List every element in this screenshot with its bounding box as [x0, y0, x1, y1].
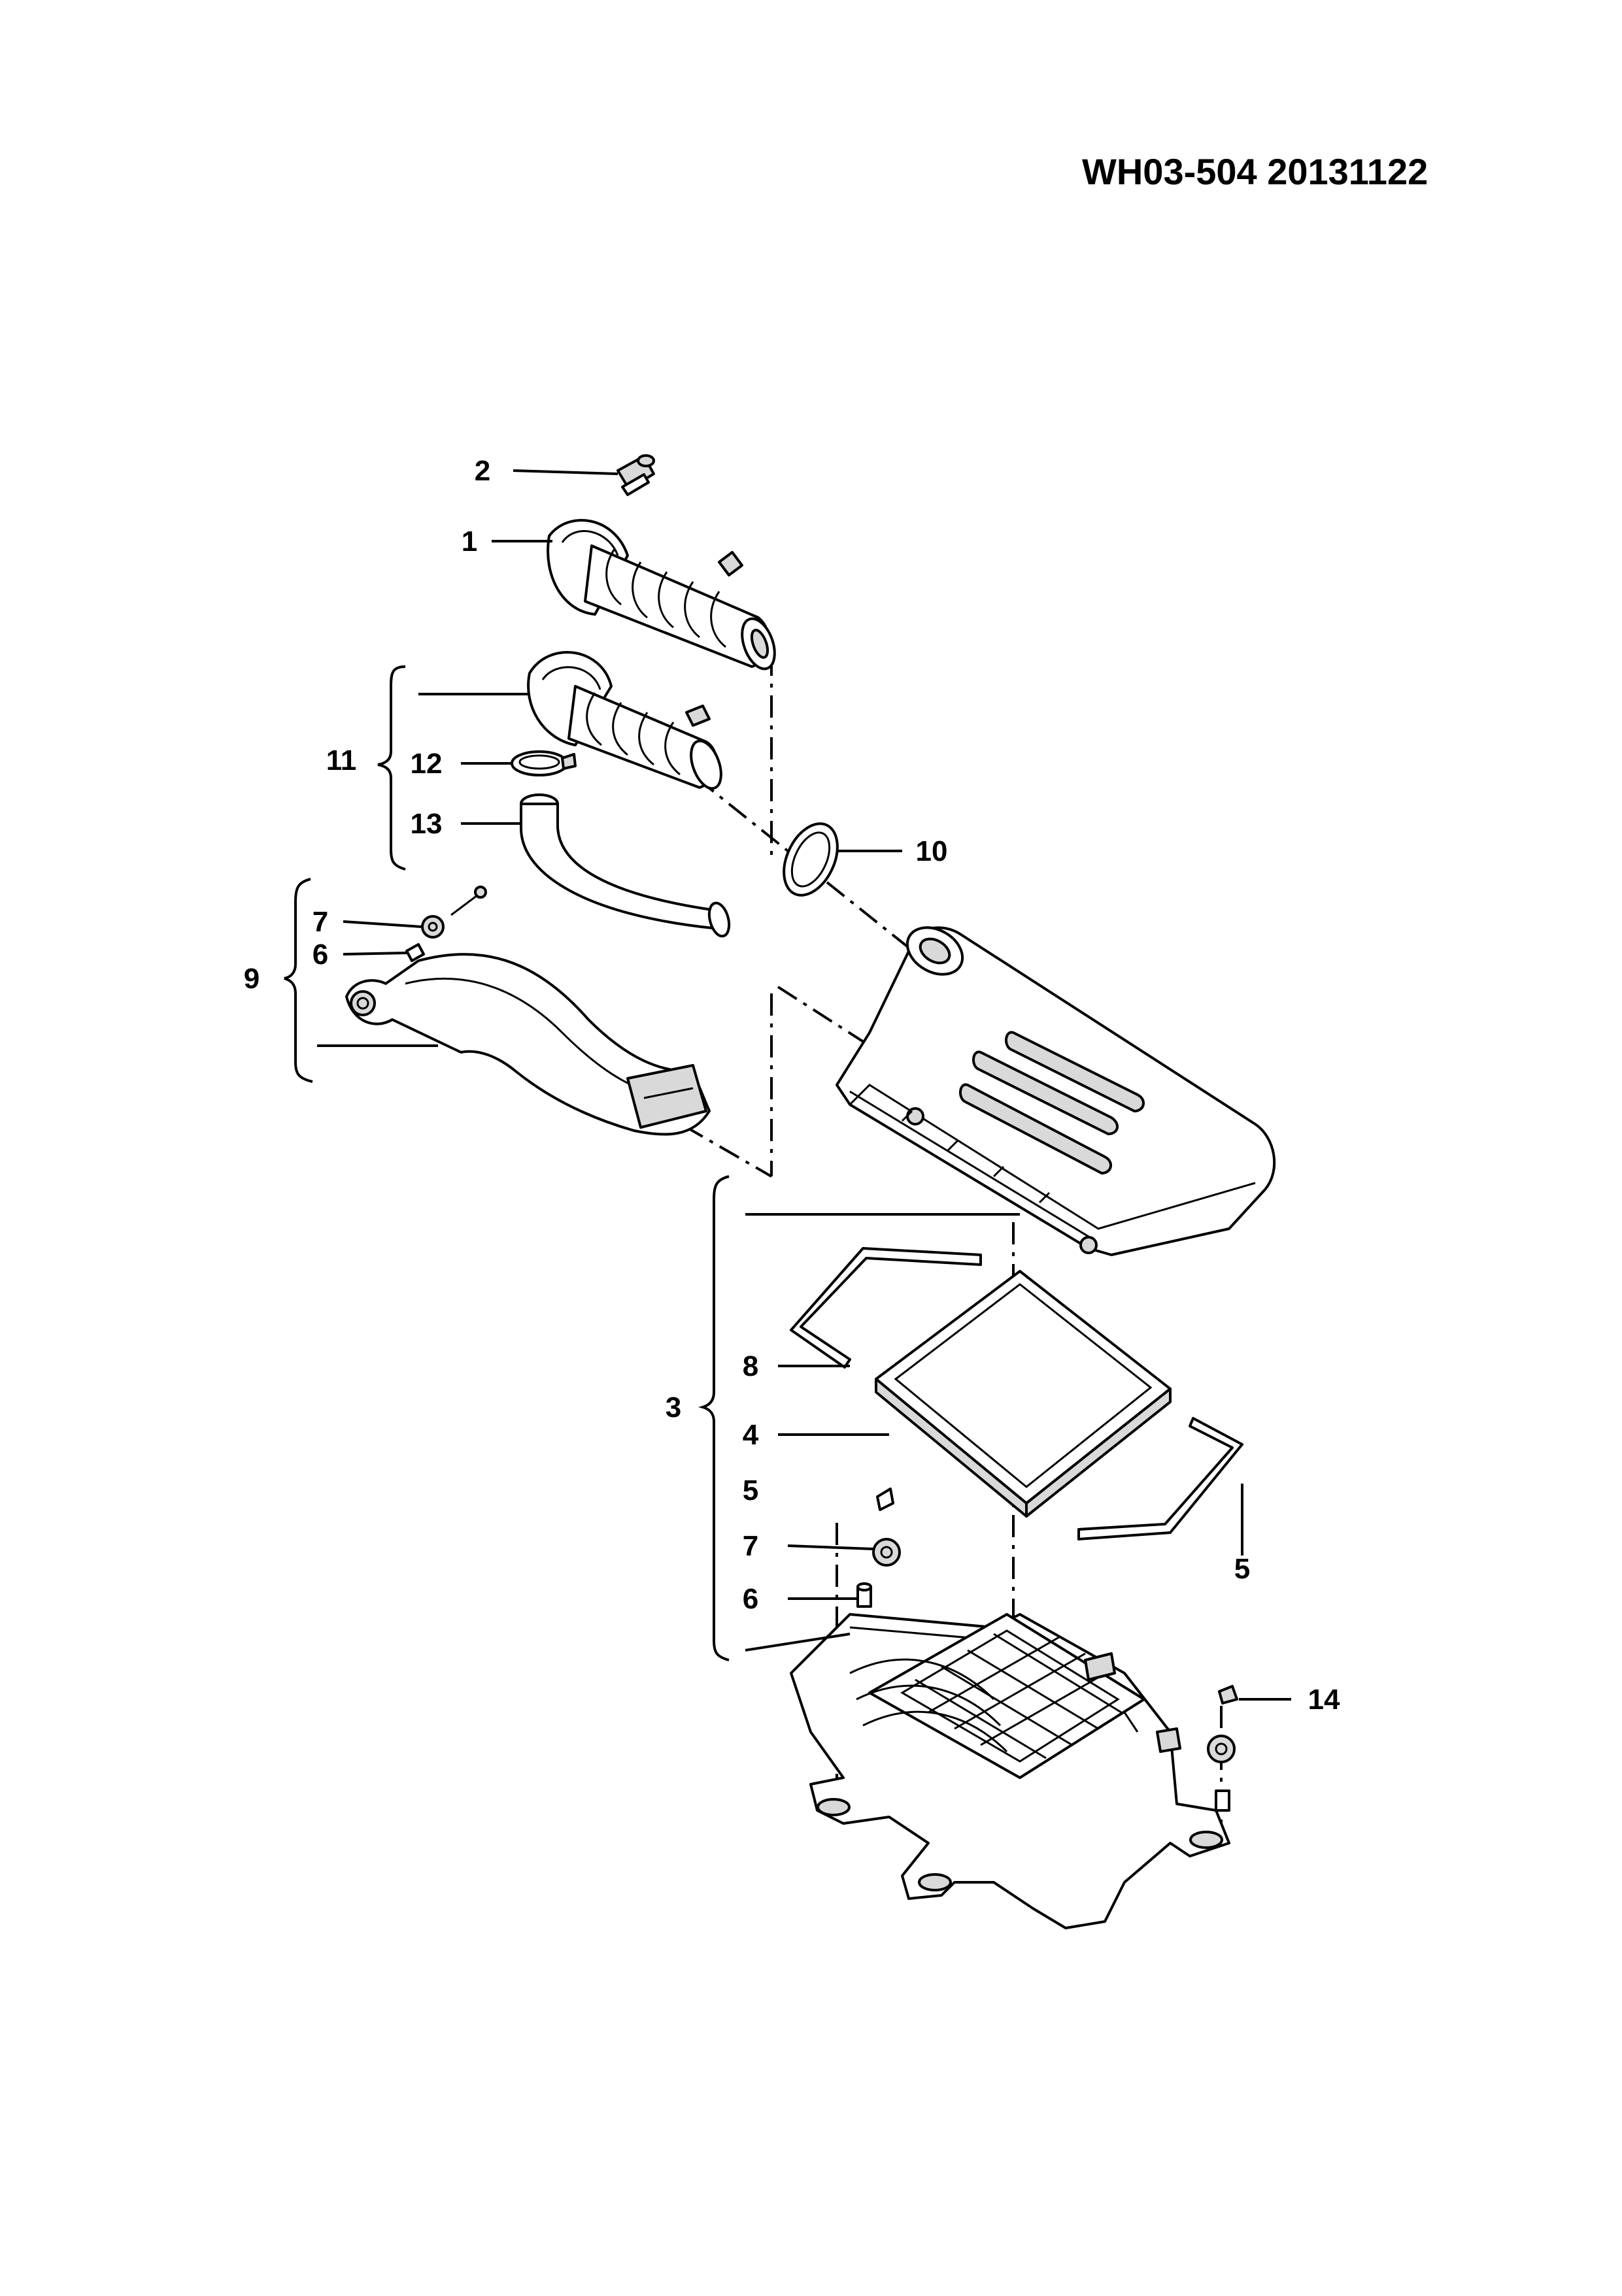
callout-5-left: 5 [743, 1474, 758, 1506]
callout-8: 8 [743, 1350, 758, 1382]
callout-labels: 2 1 11 12 13 10 7 6 9 8 3 4 5 5 7 6 14 [244, 455, 1340, 1716]
part-10-ring-clamp [783, 822, 839, 897]
callout-6-upper: 6 [313, 939, 328, 971]
air-cleaner-housing [790, 1613, 1230, 1929]
callout-4: 4 [743, 1419, 759, 1451]
part-6-bushing-upper [405, 943, 425, 962]
part-11-hose-assembly [527, 651, 722, 790]
callout-5-right: 5 [1234, 1553, 1250, 1585]
callout-3: 3 [666, 1391, 681, 1423]
callout-11: 11 [326, 744, 357, 776]
callout-7-upper: 7 [313, 906, 328, 938]
part-9-air-duct [345, 953, 711, 1136]
part-1-intake-hose [547, 519, 776, 671]
callout-10: 10 [916, 835, 948, 867]
part-4-filter-element [875, 1270, 1172, 1518]
part-13-breather-hose [520, 793, 731, 938]
callout-6-lower: 6 [743, 1583, 758, 1615]
callout-1: 1 [462, 525, 477, 557]
part-8-seal-strip [790, 1247, 982, 1369]
part-12-clamp [511, 750, 577, 776]
callout-9: 9 [244, 963, 260, 995]
diagram-code: WH03-504 20131122 [1082, 151, 1428, 192]
brace-9 [284, 878, 313, 1083]
callout-7-lower: 7 [743, 1530, 758, 1562]
part-7-nut-upper [421, 886, 487, 939]
brace-3 [698, 1175, 730, 1661]
air-cleaner-cover [836, 926, 1276, 1256]
callout-12: 12 [411, 748, 443, 780]
callout-13: 13 [411, 808, 443, 840]
part-14-bolt-grommet [1207, 1685, 1238, 1812]
brace-11 [377, 665, 406, 871]
callout-14: 14 [1308, 1684, 1340, 1716]
part-2-sensor [617, 454, 655, 496]
part-5-seal-strip-right [1077, 1417, 1243, 1540]
callout-2: 2 [475, 455, 490, 487]
leader-lines [317, 469, 1291, 1701]
part-6-bushing-lower [856, 1582, 872, 1608]
part-7-nut-lower [872, 1488, 901, 1567]
